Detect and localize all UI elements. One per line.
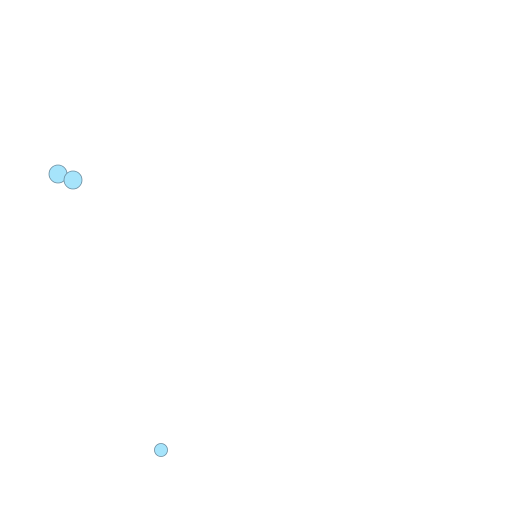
circle-3[interactable]	[154, 443, 168, 457]
circle-2[interactable]	[63, 170, 83, 190]
